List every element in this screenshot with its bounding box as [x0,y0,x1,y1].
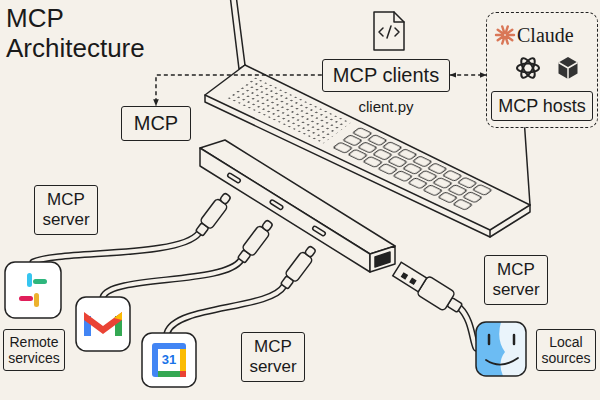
calendar-icon [142,333,196,387]
usb-c-port [270,199,284,210]
slack-bar [19,296,33,301]
gmail-m [84,312,122,334]
cube-edges [559,63,578,80]
deck-front [489,230,491,237]
service-box: Remote services [3,329,64,371]
node-text: Local sources [541,334,590,366]
cable [167,286,284,333]
logo-loop [519,56,538,80]
usb-c-plug [279,244,319,291]
file-name: client.py [355,98,416,115]
dashed-connector [156,75,322,106]
node-text: Claude [517,24,574,47]
cable [460,308,476,348]
usb-c-plug [236,218,276,265]
node-text: MCP [134,112,178,135]
client-box: MCP clients [322,59,450,92]
calendar-date: 31 [162,353,176,368]
plug-metal [393,262,427,291]
slack-bar [27,273,32,287]
logo-loop [519,56,538,80]
finder-face [476,322,526,376]
usb-c-port [312,226,326,237]
file-fold [394,12,404,22]
slack-bar [33,279,47,284]
cable [33,233,199,262]
file-outline [374,12,404,50]
server-box: MCP server [241,332,304,381]
usb-hub [200,140,395,272]
laptop [205,0,530,237]
finder-eyes [489,335,514,344]
icon-tile [5,262,61,318]
protocol-box: MCP [121,106,191,141]
icon-tile [142,333,196,387]
cube-shape [559,57,578,79]
cable [167,286,284,333]
host-group: ClaudeMCP hosts [486,12,598,128]
node-text: MCP server [249,337,296,376]
cable [103,260,241,297]
dashed-connector [450,74,486,76]
node-text: Remote services [8,334,59,366]
usb-c-port [227,173,241,184]
finder-half [499,322,526,376]
icon-tile [76,297,130,351]
diagram-title: MCP Architecture [6,4,145,64]
gmail-icon [76,297,130,351]
hub-front [200,148,370,272]
slack-bar [34,293,39,307]
source-box: Local sources [536,329,595,371]
calendar-frame [152,343,186,377]
keyboard-keys [330,126,494,212]
logo-loop [517,64,539,73]
plug-tip [261,220,273,232]
slack-icon [5,262,61,318]
node-text: MCP server [42,190,89,229]
node-text: MCP hosts [498,96,586,117]
claude-logo [496,26,514,43]
plug-tip [219,193,231,205]
calendar-corner [180,371,186,377]
finder-smile [486,358,518,365]
usb-a-plug [391,260,465,318]
usb-a-port [375,252,390,267]
server-box: MCP server [484,255,547,304]
cable [103,260,241,297]
cube-logo [559,57,578,79]
plug-tip [304,246,316,258]
node-text: MCP server [492,260,539,299]
plug-hole [410,279,416,285]
node-text: MCP clients [333,64,439,87]
lid-edge [230,0,245,69]
calendar-page [158,349,180,371]
cable [460,308,476,348]
code-glyph [379,26,399,38]
file-icon [374,12,404,50]
icon-tile [476,322,526,376]
openai-logo [517,56,539,80]
finder-icon [476,322,526,376]
host-box: MCP hosts [491,91,593,122]
claude-star [496,26,514,43]
cable [33,233,199,262]
lid-edge [525,128,530,205]
hub-end [370,246,395,272]
gmail-corner [114,312,122,320]
server-box: MCP server [34,185,97,234]
hub-top [200,140,395,254]
calendar-strip [180,349,186,371]
usb-c-plug [194,191,234,238]
plug-hole [402,273,408,279]
calendar-strip [158,371,180,377]
